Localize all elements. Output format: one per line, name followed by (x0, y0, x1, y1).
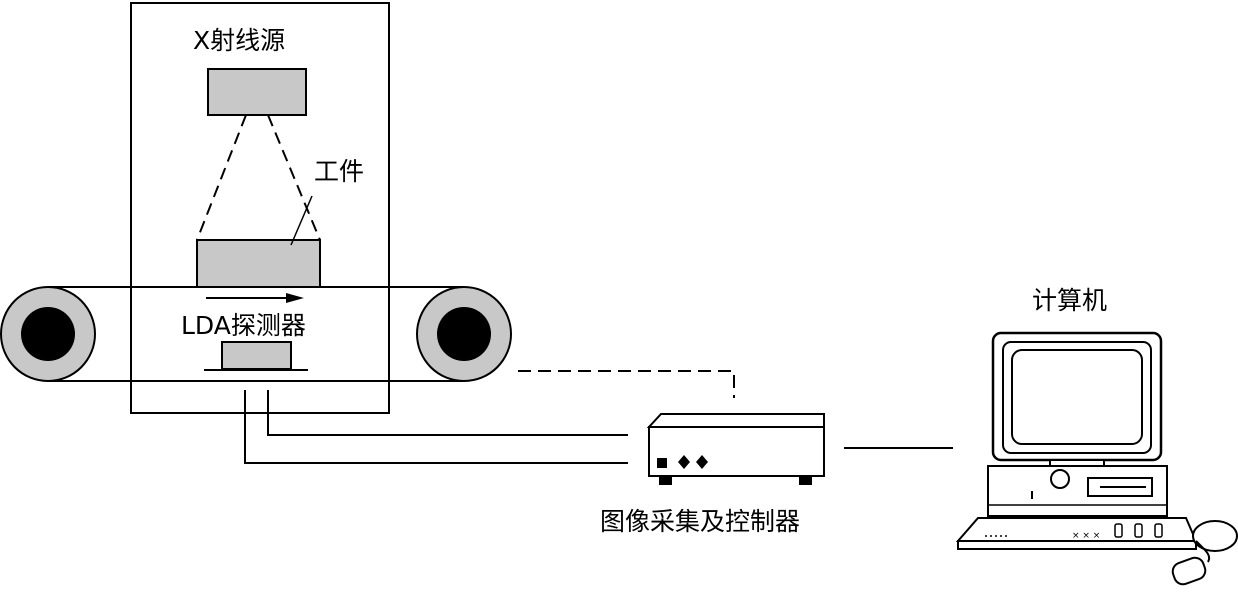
workpiece-block (196, 239, 321, 288)
inspection-enclosure (130, 2, 390, 414)
controller-top-face (646, 413, 825, 428)
monitor-casing (991, 331, 1163, 462)
monitor-screen (1011, 349, 1143, 445)
beam-left-edge (196, 114, 247, 241)
controller-foot-left (659, 476, 672, 485)
controller-led-diamond-1 (678, 455, 690, 469)
beam-right-edge (267, 114, 321, 241)
detector-cable-inner (267, 390, 628, 436)
lda-detector-label: LDA探测器 (181, 311, 306, 340)
xray-source-label: X射线源 (193, 26, 286, 55)
key-large-1 (1114, 523, 1123, 538)
xray-source-block (207, 68, 307, 116)
controller-body (648, 426, 825, 477)
right-roller-hub (437, 307, 491, 361)
controller-foot-right (799, 476, 812, 485)
mouse (1171, 556, 1207, 586)
computer-label: 计算机 (1032, 286, 1108, 315)
control-cable-dashed (518, 370, 735, 398)
lda-detector-block (221, 341, 292, 370)
mouse-pad (1192, 520, 1238, 552)
belt-motion-arrowhead (286, 293, 304, 303)
power-button (1050, 469, 1070, 489)
keyboard-front (957, 540, 1197, 550)
controller-label: 图像采集及控制器 (600, 507, 801, 536)
controller-led-diamond-2 (696, 455, 708, 469)
workpiece-label: 工件 (314, 157, 365, 186)
key-large-3 (1154, 523, 1163, 538)
detector-cable-outer (244, 390, 628, 464)
key-cluster-glyphs: × × × (1072, 531, 1100, 541)
left-roller-hub (21, 307, 75, 361)
workpiece-leader-line (290, 195, 313, 246)
key-large-2 (1134, 523, 1143, 538)
mouse-cable (1195, 540, 1211, 563)
monitor-bezel (1002, 341, 1152, 454)
controller-led-square (657, 458, 667, 468)
